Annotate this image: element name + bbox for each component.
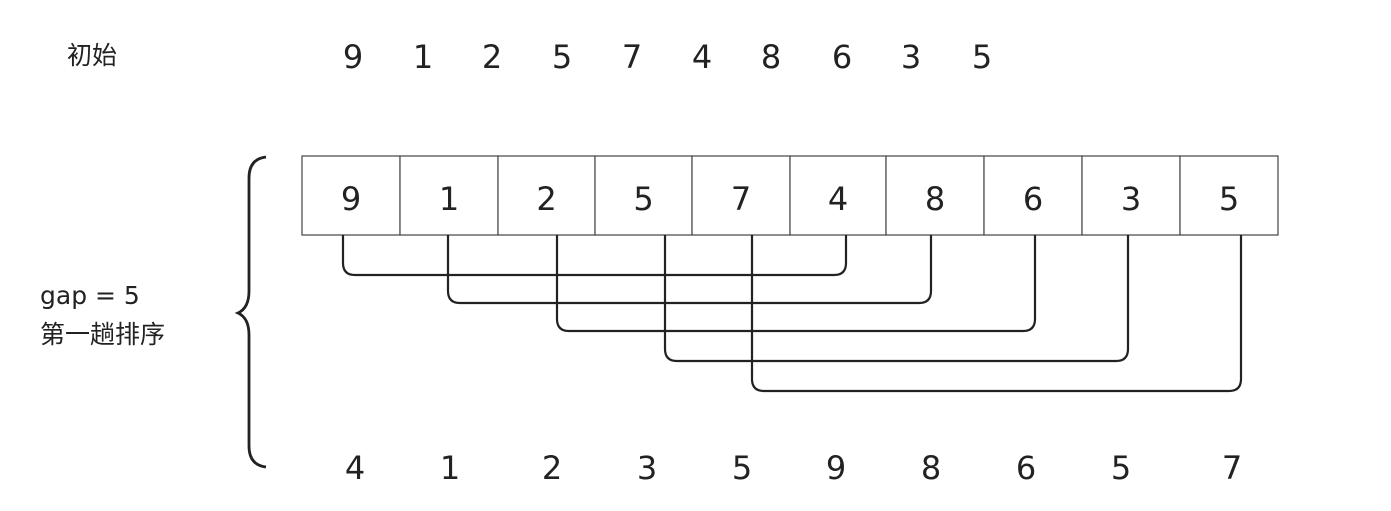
array-cell: 1 bbox=[399, 155, 499, 236]
result-value: 9 bbox=[826, 449, 846, 487]
array-cell-box bbox=[789, 155, 887, 236]
array-cell: 5 bbox=[594, 155, 693, 236]
array-cell-box bbox=[1081, 155, 1181, 236]
result-value: 1 bbox=[440, 449, 460, 487]
array-cell: 6 bbox=[983, 155, 1083, 236]
initial-value: 5 bbox=[552, 38, 572, 76]
initial-value: 3 bbox=[901, 38, 921, 76]
array-cell: 9 bbox=[301, 155, 401, 236]
initial-value: 8 bbox=[761, 38, 781, 76]
initial-label: 初始 bbox=[67, 41, 117, 70]
array-cell-box bbox=[399, 155, 499, 236]
array-box: 9 1 2 5 7 4 8 6 3 5 bbox=[301, 155, 1279, 236]
array-cell-value: 2 bbox=[536, 180, 556, 218]
array-cell: 2 bbox=[497, 155, 596, 236]
array-cell: 7 bbox=[691, 155, 791, 236]
array-cell-box bbox=[1179, 155, 1279, 236]
array-cell-box bbox=[497, 155, 596, 236]
array-cell: 3 bbox=[1081, 155, 1181, 236]
initial-value: 5 bbox=[972, 38, 992, 76]
initial-value: 4 bbox=[692, 38, 712, 76]
result-value: 8 bbox=[921, 449, 941, 487]
gap-connector bbox=[446, 235, 933, 305]
array-cell-box bbox=[301, 155, 401, 236]
array-cell: 5 bbox=[1179, 155, 1279, 236]
array-cell-box bbox=[885, 155, 985, 236]
array-cell-box bbox=[983, 155, 1083, 236]
initial-value: 7 bbox=[622, 38, 642, 76]
array-cell-value: 3 bbox=[1121, 180, 1141, 218]
initial-value: 9 bbox=[343, 38, 363, 76]
gap-connector bbox=[555, 235, 1037, 333]
result-value: 3 bbox=[637, 449, 657, 487]
result-row: 4 1 2 3 5 9 8 6 5 7 bbox=[345, 449, 1242, 487]
left-brace bbox=[234, 155, 267, 469]
gap-label: gap = 5 bbox=[40, 281, 140, 310]
array-cell-value: 7 bbox=[731, 180, 751, 218]
array-cell-value: 5 bbox=[633, 180, 653, 218]
gap-connectors bbox=[341, 235, 1243, 393]
gap-connector bbox=[750, 235, 1243, 393]
gap-connector bbox=[341, 235, 848, 277]
array-cell-box bbox=[691, 155, 791, 236]
result-value: 5 bbox=[1111, 449, 1131, 487]
initial-value: 2 bbox=[482, 38, 502, 76]
result-value: 7 bbox=[1222, 449, 1242, 487]
array-cell-value: 5 bbox=[1219, 180, 1239, 218]
initial-value: 1 bbox=[413, 38, 433, 76]
array-cell: 8 bbox=[885, 155, 985, 236]
array-cell-value: 8 bbox=[925, 180, 945, 218]
result-value: 5 bbox=[732, 449, 752, 487]
pass-label: 第一趟排序 bbox=[40, 320, 165, 349]
result-value: 4 bbox=[345, 449, 365, 487]
array-cell-value: 6 bbox=[1023, 180, 1043, 218]
gap-connector bbox=[663, 235, 1130, 363]
result-value: 2 bbox=[542, 449, 562, 487]
result-value: 6 bbox=[1016, 449, 1036, 487]
array-cell-value: 4 bbox=[828, 180, 848, 218]
array-cell-value: 1 bbox=[439, 180, 459, 218]
array-cell-value: 9 bbox=[341, 180, 361, 218]
initial-value: 6 bbox=[832, 38, 852, 76]
initial-row: 9 1 2 5 7 4 8 6 3 5 bbox=[343, 38, 992, 76]
array-cell-box bbox=[594, 155, 693, 236]
array-cell: 4 bbox=[789, 155, 887, 236]
